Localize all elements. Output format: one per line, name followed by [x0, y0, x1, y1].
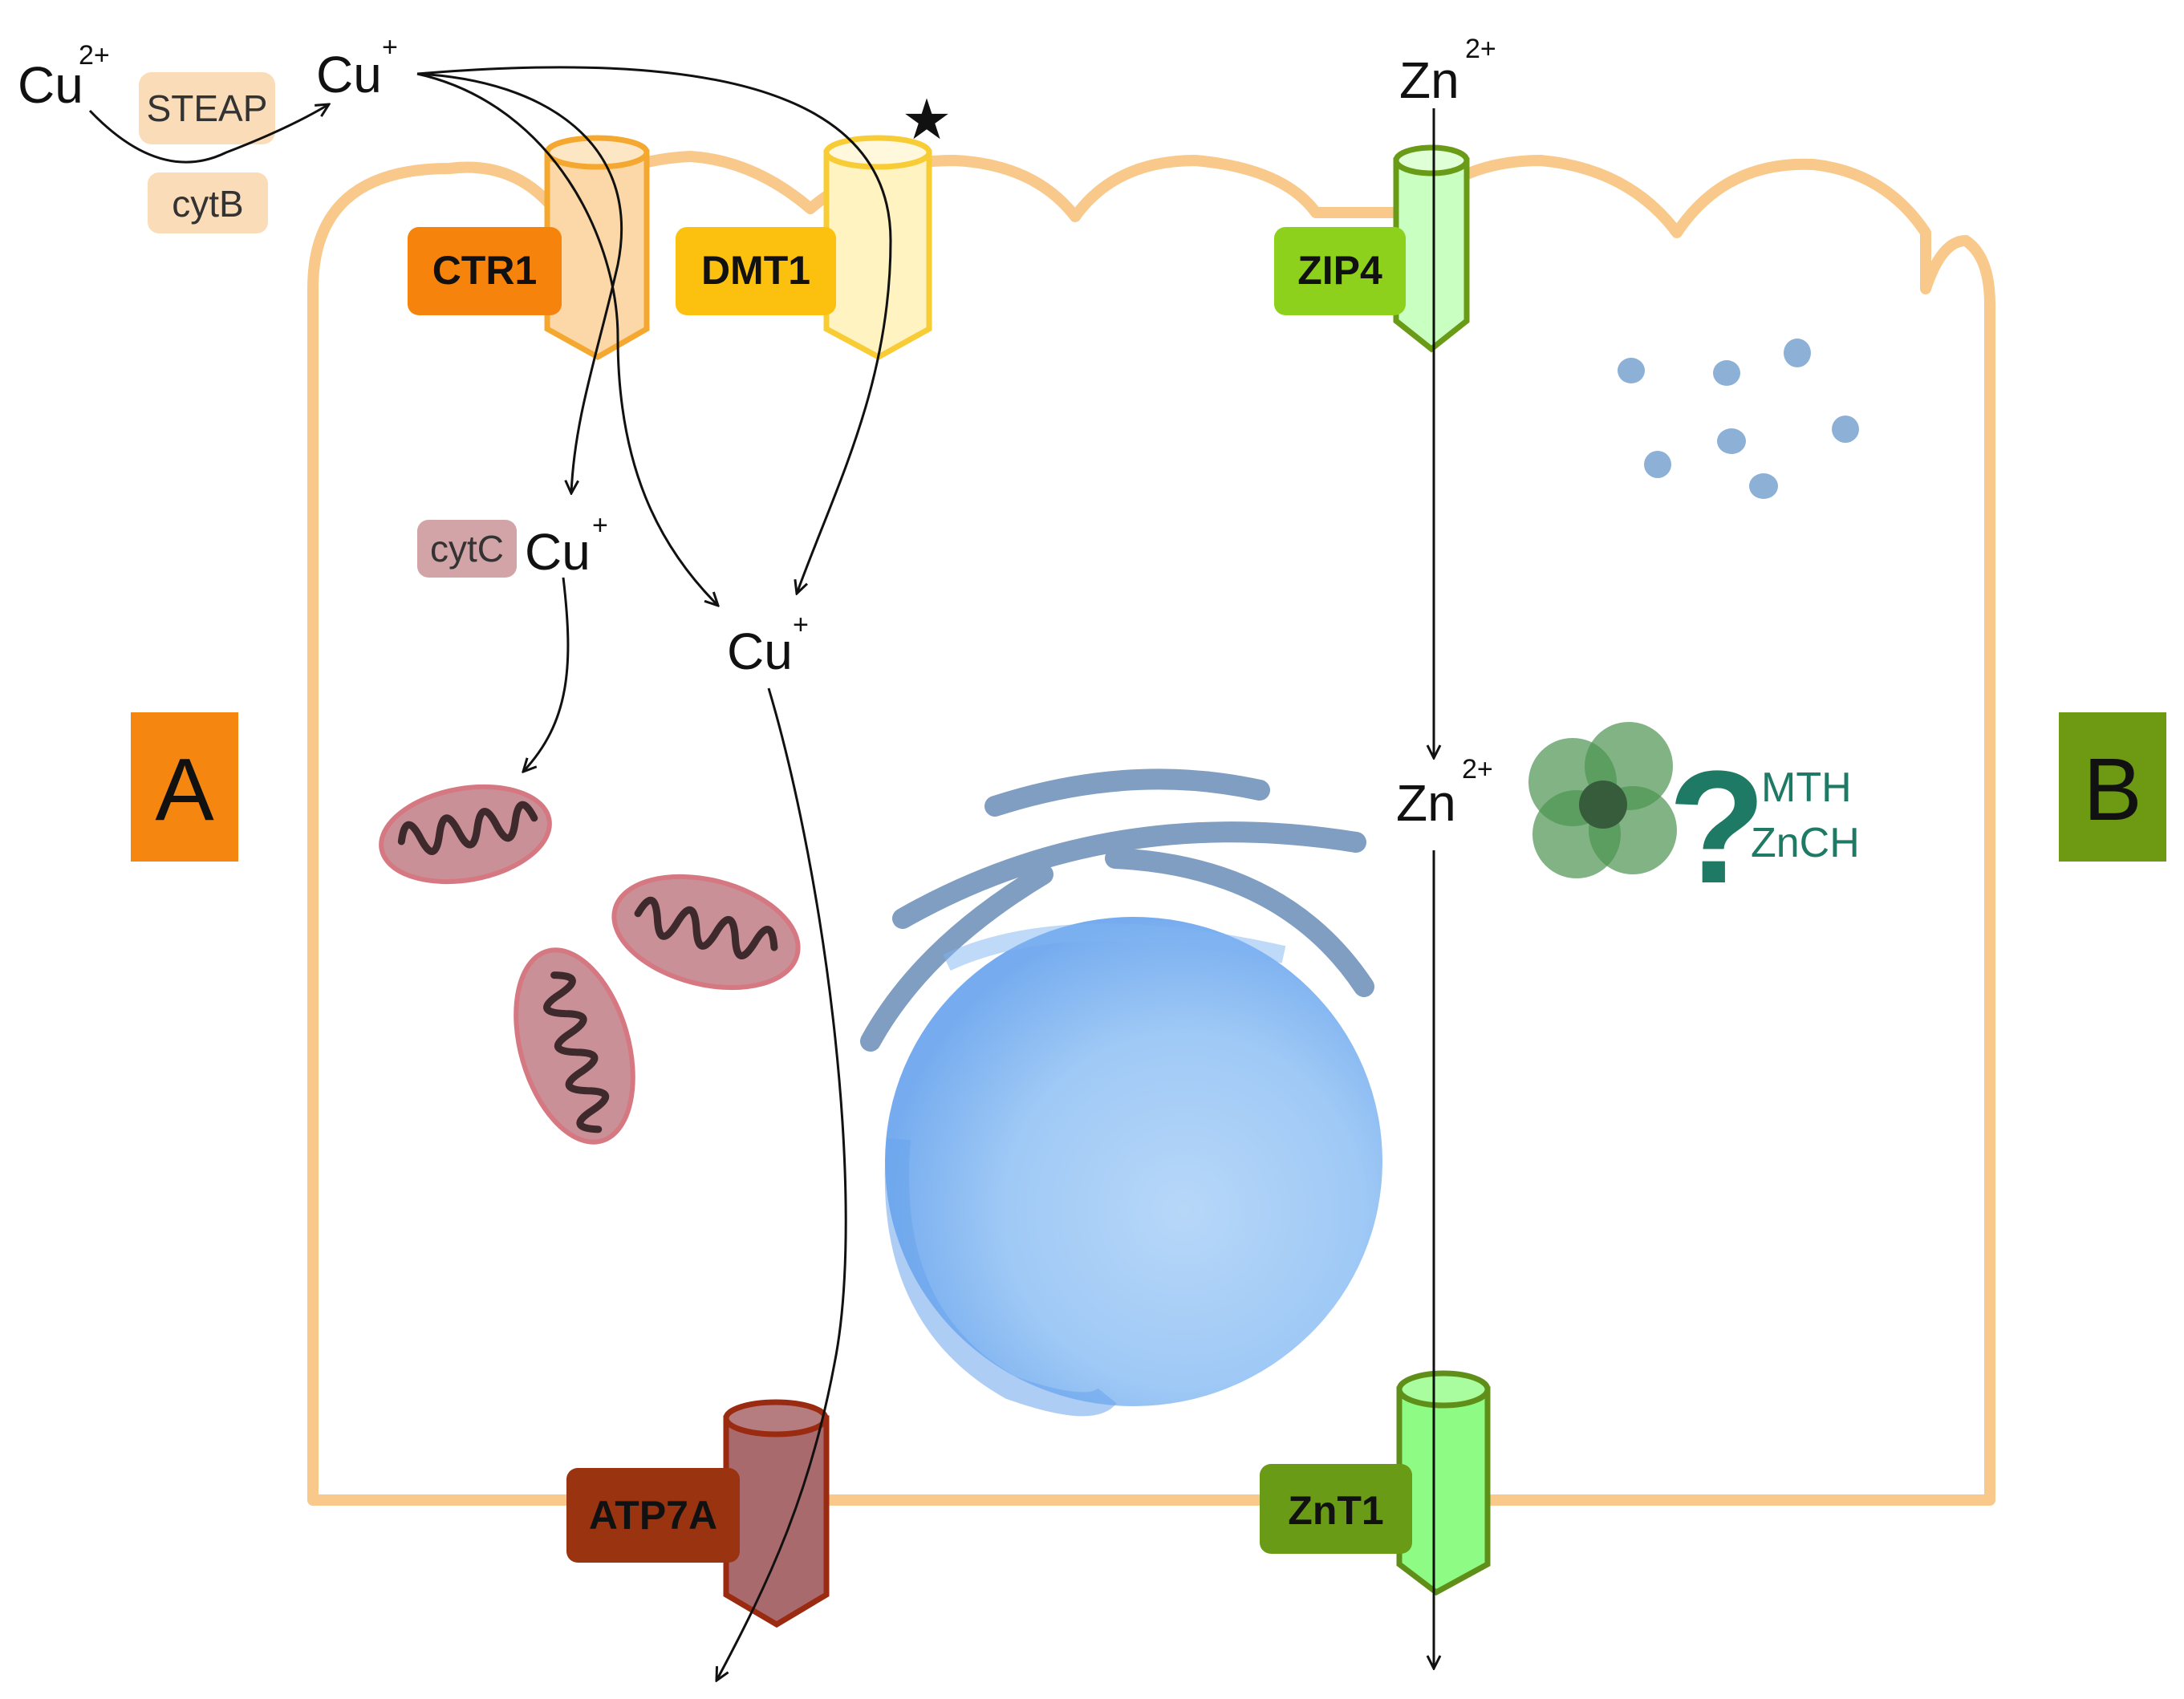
atp7a-label-box: [566, 1468, 740, 1563]
steap-tag-box: [139, 72, 275, 144]
zip4-transporter: ZIP4: [1274, 144, 1470, 353]
znch-label: ZnCH: [1751, 820, 1860, 866]
mitochondrion: [379, 784, 552, 885]
vesicle: [1713, 360, 1740, 386]
svg-text:2+: 2+: [1465, 34, 1496, 64]
steap-label: STEAP: [147, 87, 268, 129]
vesicle: [1644, 451, 1671, 478]
panel-a-label: A: [155, 740, 214, 839]
cu-outside: Cu +: [316, 32, 398, 103]
panel-b-label: B: [2083, 740, 2141, 839]
svg-text:Zn: Zn: [1396, 774, 1456, 832]
cytb-tag-box: [148, 172, 268, 233]
atp7a-label: ATP7A: [589, 1493, 717, 1538]
vesicle: [1618, 358, 1645, 383]
mitochondrion: [611, 874, 801, 991]
zinc-vesicles: [1618, 339, 1859, 499]
arrow-cu-via-ctr1: [416, 72, 718, 606]
cytb-label: cytB: [172, 183, 243, 225]
mitochondrion: [514, 947, 635, 1145]
vesicle: [1749, 473, 1778, 499]
znt1-transporter: ZnT1: [1260, 1370, 1491, 1596]
cu-cytc: Cu +: [525, 510, 608, 581]
znt1-label: ZnT1: [1288, 1488, 1383, 1533]
svg-text:+: +: [382, 32, 398, 63]
arrow-cu-to-cytc: [416, 72, 623, 493]
cu-center: Cu +: [727, 610, 809, 680]
vesicle: [1832, 416, 1859, 443]
panel-a-box: A: [131, 712, 238, 862]
cytc-tag-box: [417, 520, 517, 578]
svg-text:2+: 2+: [79, 40, 110, 71]
ctr1-label: CTR1: [432, 248, 538, 293]
zip4-label: ZIP4: [1297, 248, 1382, 293]
svg-text:Cu: Cu: [525, 523, 591, 581]
zip4-label-box: [1274, 227, 1406, 315]
ctr1-transporter: CTR1: [408, 135, 650, 361]
star-icon: ★: [902, 87, 952, 152]
dmt1-label: DMT1: [701, 248, 810, 293]
svg-text:+: +: [793, 610, 809, 640]
svg-text:Cu: Cu: [727, 622, 793, 680]
dmt1-transporter: DMT1: [676, 135, 932, 360]
svg-text:+: +: [592, 510, 608, 541]
arrow-cu-via-dmt1: [416, 66, 892, 594]
svg-text:Cu: Cu: [316, 46, 382, 103]
nucleus: [884, 917, 1382, 1417]
arrow-cytc-to-mitochondria: [523, 577, 570, 772]
vesicle: [1717, 428, 1746, 454]
cytc-label: cytC: [430, 528, 504, 570]
zn-outside: Zn 2+: [1399, 34, 1496, 109]
zn-inside: Zn 2+: [1396, 754, 1493, 832]
arrow-reduction: [88, 104, 329, 164]
ctr1-label-box: [408, 227, 562, 315]
endoplasmic-reticulum: [860, 768, 1374, 1052]
atp7a-transporter: ATP7A: [566, 1399, 830, 1628]
zinc-complex-icon: [1528, 722, 1677, 878]
znt1-label-box: [1260, 1464, 1412, 1554]
svg-text:Zn: Zn: [1399, 51, 1459, 109]
svg-text:Cu: Cu: [18, 56, 83, 114]
arrow-cu-efflux: [716, 687, 847, 1681]
panel-b-box: B: [2059, 712, 2166, 862]
cu2-outside: Cu 2+: [18, 40, 110, 114]
vesicle: [1784, 339, 1811, 367]
dmt1-label-box: [676, 227, 836, 315]
question-mark-icon: ?: [1668, 738, 1766, 917]
svg-text:2+: 2+: [1462, 754, 1493, 785]
mth-label: MTH: [1761, 764, 1852, 811]
